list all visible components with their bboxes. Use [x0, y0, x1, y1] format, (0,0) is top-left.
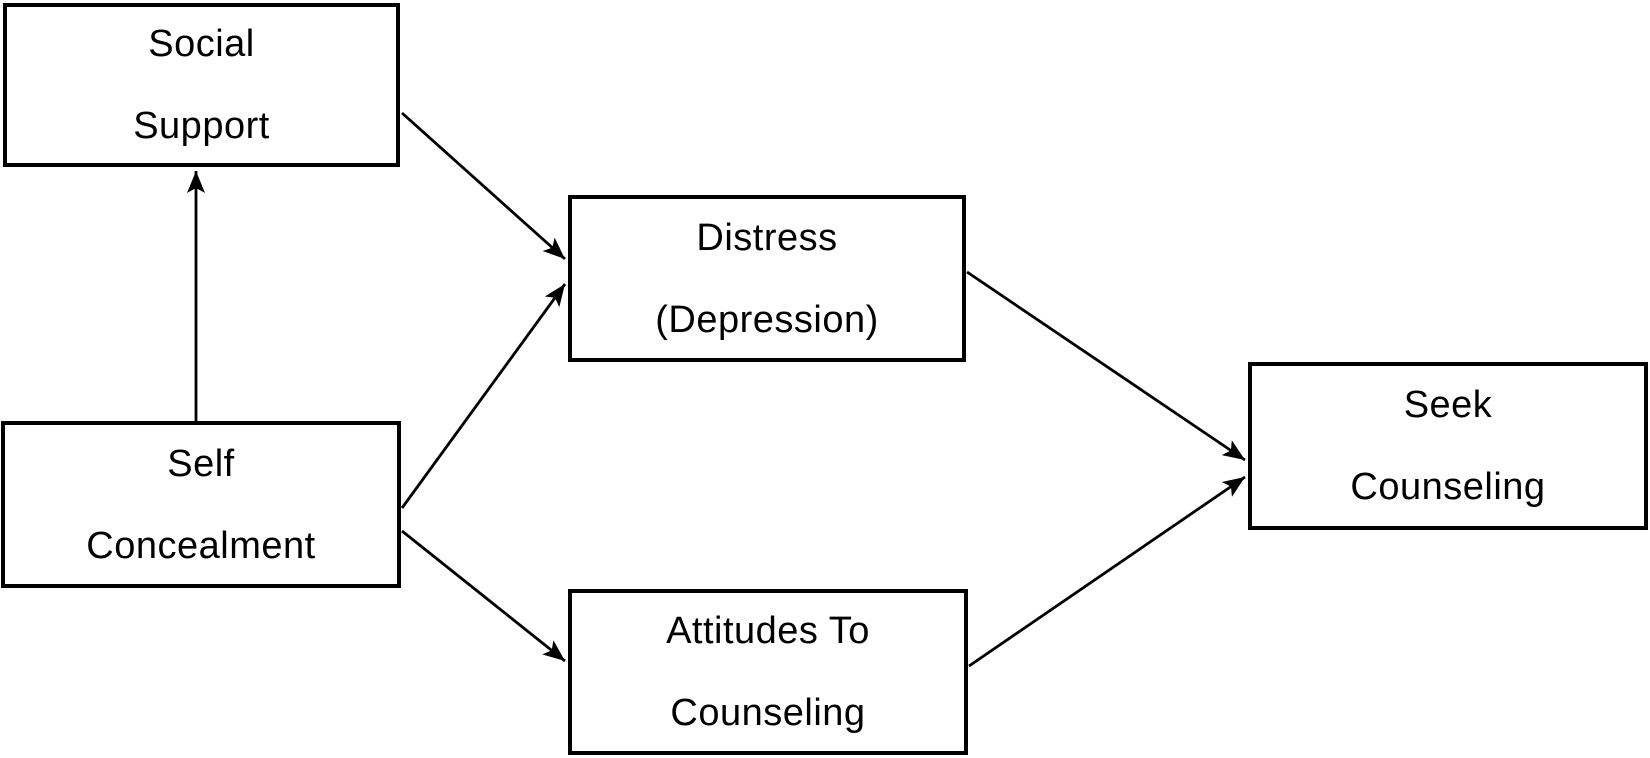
node-seek-counseling: Seek Counseling — [1248, 362, 1648, 530]
node-attitudes-to-counseling: Attitudes To Counseling — [568, 589, 968, 755]
node-label-line: Counseling — [670, 692, 866, 734]
node-self-concealment: Self Concealment — [1, 421, 401, 588]
arrow-self-concealment-to-distress — [400, 283, 567, 509]
node-label-line: Social — [148, 23, 255, 65]
node-label-line: Self — [167, 442, 235, 485]
node-distress-depression: Distress (Depression) — [568, 195, 966, 362]
arrow-distress-to-seek-counseling — [966, 270, 1246, 462]
node-label-line: Distress — [696, 216, 838, 259]
node-label-line: Attitudes To — [666, 610, 870, 652]
arrow-attitudes-to-seek-counseling — [968, 475, 1246, 668]
arrow-self-concealment-to-attitudes — [401, 529, 566, 663]
node-label-line: Seek — [1403, 384, 1493, 426]
node-label-line: Support — [133, 105, 270, 147]
node-social-support: Social Support — [3, 3, 400, 167]
arrow-social-support-to-distress — [401, 111, 566, 261]
node-label-line: Counseling — [1350, 466, 1546, 508]
node-label-line: (Depression) — [655, 298, 879, 341]
node-label-line: Concealment — [86, 524, 316, 567]
